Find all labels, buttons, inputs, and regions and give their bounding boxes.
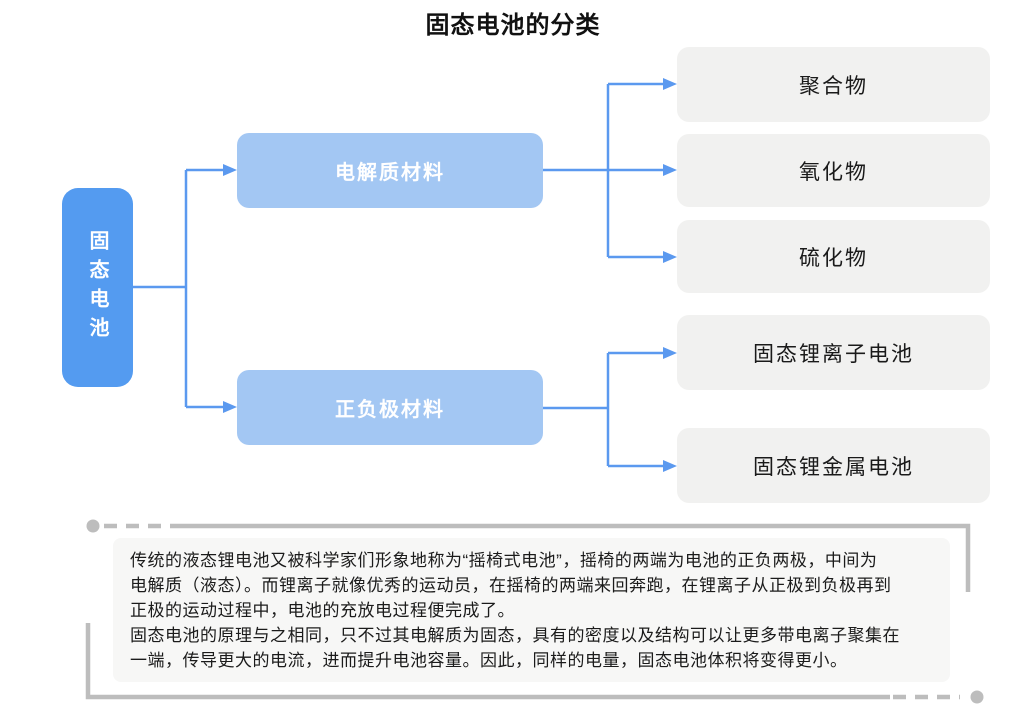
leaf-node-solid-state-li-ion-battery: 固态锂离子电池 [677, 315, 990, 390]
leaf-node-oxide: 氧化物 [677, 134, 990, 207]
decoration-bracket-top [172, 523, 971, 592]
leaf-node-label: 聚合物 [799, 74, 868, 98]
page-title: 固态电池的分类 [425, 12, 601, 39]
note-line-4: 固态电池的原理与之相同，只不过其电解质为固态，具有的密度以及结构可以让更多带电离… [130, 626, 900, 645]
note-decorations [85, 519, 984, 704]
note-line-3: 正极的运动过程中，电池的充放电过程便完成了。 [130, 601, 515, 620]
leaf-node-label: 硫化物 [799, 246, 868, 270]
branch-node-electrode-materials: 正负极材料 [237, 370, 543, 445]
root-node-solid-state-battery: 固态电池 [62, 188, 133, 387]
branch-node-label: 电解质材料 [335, 162, 445, 184]
leaf-node-label: 氧化物 [799, 160, 868, 184]
leaf-node-polymer: 聚合物 [677, 47, 990, 122]
leaf-node-label: 固态锂离子电池 [753, 342, 914, 366]
leaf-node-solid-state-li-metal-battery: 固态锂金属电池 [677, 428, 990, 503]
decoration-dot-bottom-right [970, 690, 984, 704]
note-line-2: 电解质（液态）。而锂离子就像优秀的运动员，在摇椅的两端来回奔跑，在锂离子从正极到… [130, 576, 892, 595]
note-line-1: 传统的液态锂电池又被科学家们形象地称为“摇椅式电池”，摇椅的两端为电池的正负两极… [130, 551, 878, 570]
note-line-5: 一端，传导更大的电流，进而提升电池容量。因此，同样的电量，固态电池体积将变得更小… [130, 651, 848, 670]
leaf-node-label: 固态锂金属电池 [753, 455, 914, 479]
note-panel: 传统的液态锂电池又被科学家们形象地称为“摇椅式电池”，摇椅的两端为电池的正负两极… [113, 538, 950, 682]
root-node-label: 固态电池 [86, 229, 108, 346]
leaf-node-sulfide: 硫化物 [677, 220, 990, 293]
branch-node-label: 正负极材料 [335, 399, 445, 421]
branch-node-electrolyte-materials: 电解质材料 [237, 133, 543, 208]
decoration-bracket-bottom [85, 623, 890, 700]
decoration-dot-top-left [86, 519, 100, 533]
tree-connectors [133, 78, 677, 472]
